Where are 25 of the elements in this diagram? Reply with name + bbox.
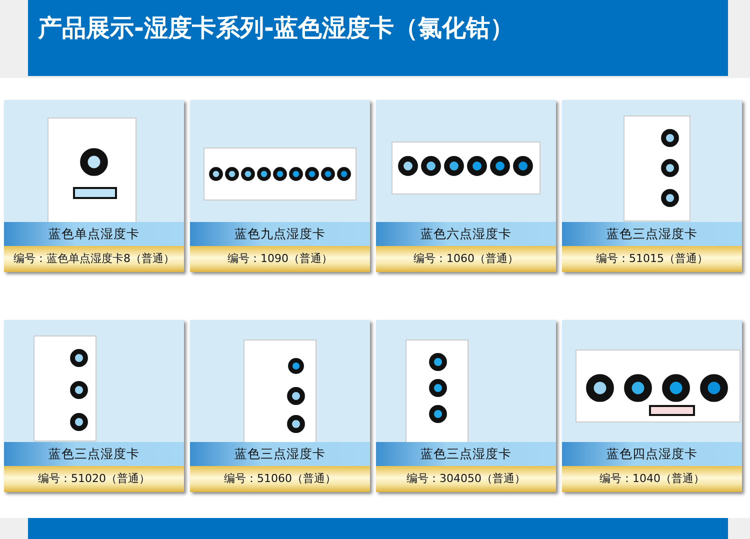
page-title: 产品展示-湿度卡系列-蓝色湿度卡（氯化钴） — [38, 13, 514, 44]
product-name: 蓝色三点湿度卡 — [376, 442, 556, 466]
product-card — [4, 100, 184, 272]
product-card — [376, 320, 556, 492]
product-code: 编号：蓝色单点湿度卡8（普通） — [4, 246, 184, 272]
product-card — [190, 320, 370, 492]
product-card — [562, 100, 742, 272]
product-name: 蓝色九点湿度卡 — [190, 222, 370, 246]
product-name: 蓝色三点湿度卡 — [562, 222, 742, 246]
product-card — [4, 320, 184, 492]
product-code: 编号：51015（普通） — [562, 246, 742, 272]
product-name: 蓝色三点湿度卡 — [190, 442, 370, 466]
product-name: 蓝色四点湿度卡 — [562, 442, 742, 466]
product-code: 编号：51020（普通） — [4, 466, 184, 492]
product-name: 蓝色三点湿度卡 — [4, 442, 184, 466]
product-card — [190, 100, 370, 272]
product-card — [562, 320, 742, 492]
product-code: 编号：1060（普通） — [376, 246, 556, 272]
product-name: 蓝色单点湿度卡 — [4, 222, 184, 246]
product-card — [376, 100, 556, 272]
product-code: 编号：1040（普通） — [562, 466, 742, 492]
product-code: 编号：51060（普通） — [190, 466, 370, 492]
product-name: 蓝色六点湿度卡 — [376, 222, 556, 246]
product-code: 编号：304050（普通） — [376, 466, 556, 492]
product-code: 编号：1090（普通） — [190, 246, 370, 272]
